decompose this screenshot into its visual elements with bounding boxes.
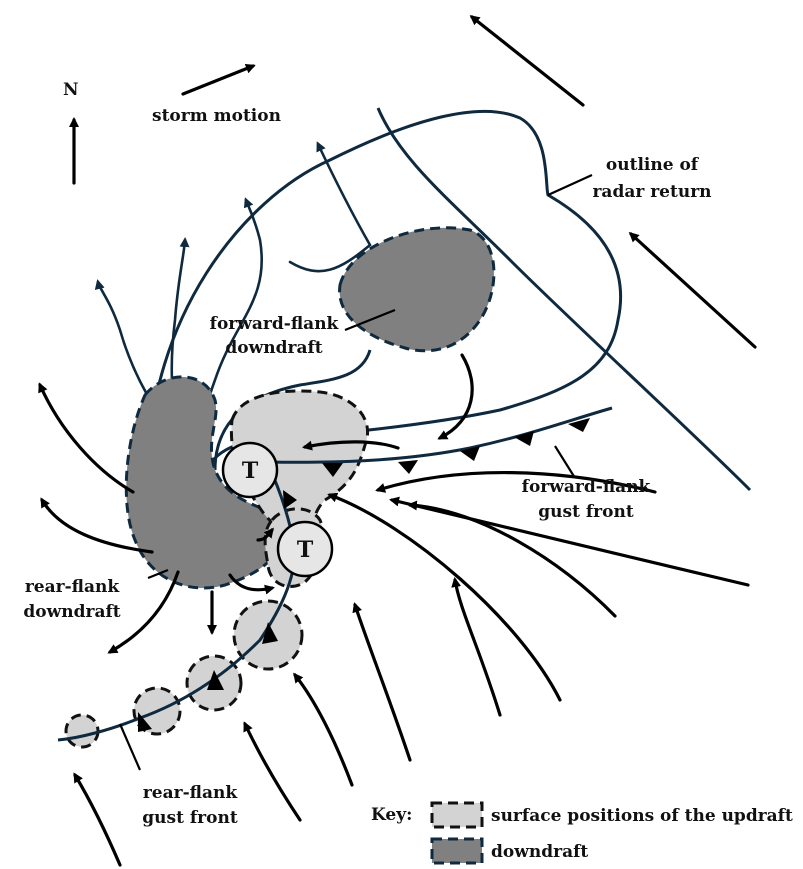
north-label: N (63, 80, 79, 100)
rfd-label-1: rear-flank (25, 577, 121, 597)
forward-flank-downdraft-region (340, 228, 494, 351)
rfd-label-2: downdraft (23, 602, 120, 622)
key-swatch-downdraft (432, 839, 482, 863)
rfgf-label-2: gust front (142, 808, 238, 828)
radar-outline-leader (548, 175, 592, 195)
updraft-cell-4 (66, 715, 98, 747)
tornado-label-2: T (297, 537, 314, 563)
rfgf-label-1: rear-flank (143, 783, 239, 803)
ffd-label-1: forward-flank (210, 314, 340, 334)
ffd-label-2: downdraft (225, 338, 322, 358)
rfgf-leader (120, 724, 140, 770)
radar-outline-label-2: radar return (592, 182, 711, 202)
tornado-label-1: T (242, 458, 259, 484)
key-swatch-updraft (432, 803, 482, 827)
key-legend: Key: surface positions of the updraft do… (371, 803, 793, 863)
storm-motion-arrow (183, 66, 253, 94)
ffgf-label-2: gust front (538, 502, 634, 522)
key-item-updraft: surface positions of the updraft (491, 806, 793, 826)
ffgf-label-1: forward-flank (522, 477, 652, 497)
radar-outline-label-1: outline of (606, 155, 700, 175)
key-item-downdraft: downdraft (491, 842, 588, 862)
key-title: Key: (371, 805, 412, 825)
ffgf-leader (555, 446, 575, 478)
storm-motion-label: storm motion (152, 106, 281, 126)
